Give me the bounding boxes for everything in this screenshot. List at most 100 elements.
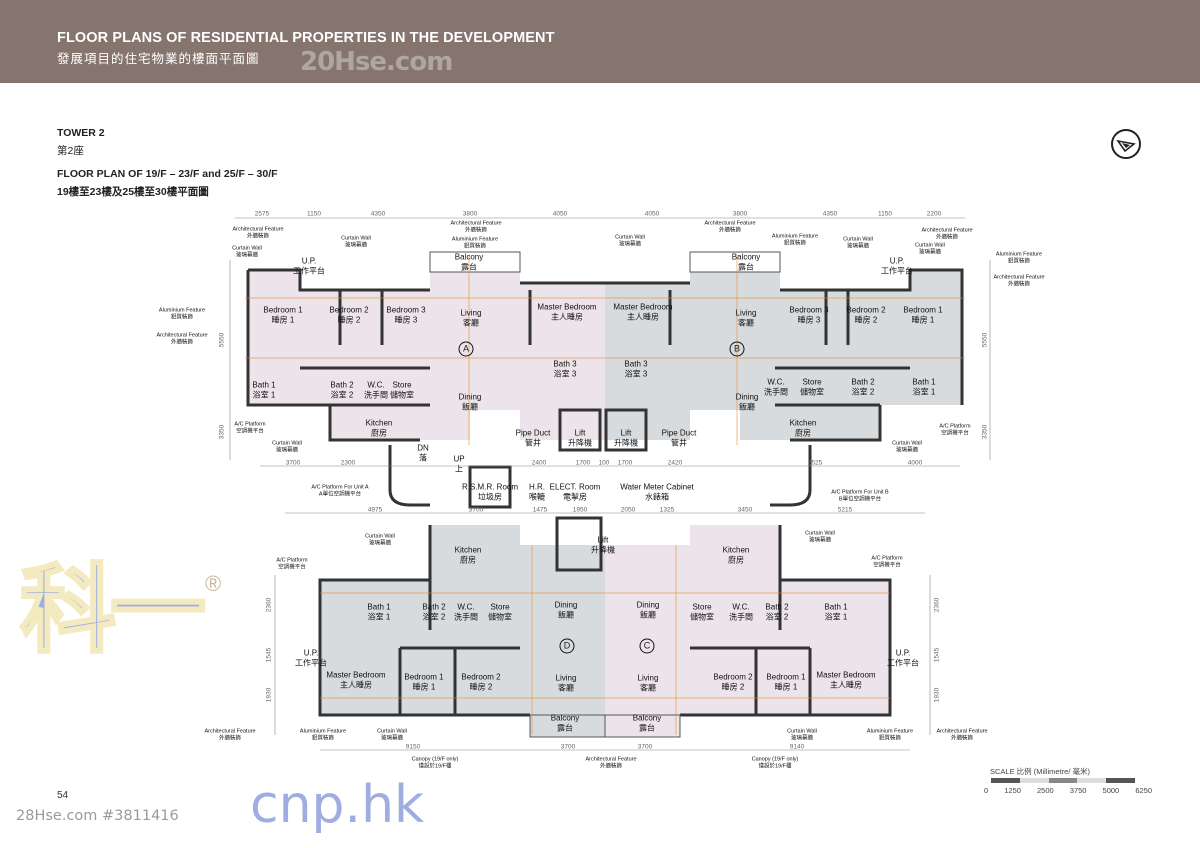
dimension-label: 3350	[218, 424, 226, 440]
room-label-en: Bedroom 1	[903, 305, 943, 315]
dimension-label: 3800	[732, 210, 748, 218]
room-label-en: Water Meter Cabinet	[620, 482, 694, 492]
dimension-label: 1325	[659, 506, 675, 514]
room-label-en: W.C.	[767, 377, 785, 387]
scale-tick: 0	[984, 786, 989, 795]
room-label-en: U.P.	[895, 648, 911, 658]
room-u-p: U.P.工作平台	[295, 649, 327, 668]
annotation-label-zh: 空調機平台	[941, 430, 969, 436]
dimension-label: 2420	[667, 459, 683, 467]
scale-segment	[1106, 778, 1135, 783]
room-label-en: Master Bedroom	[537, 302, 597, 312]
dimension-label: 3700	[637, 743, 653, 751]
annotation-label-en: Architectural Feature	[585, 756, 637, 763]
scale-tick: 3750	[1069, 786, 1087, 795]
scale-tick: 5000	[1102, 786, 1120, 795]
room-label-en: Master Bedroom	[326, 670, 386, 680]
room-label-en: Living	[460, 308, 482, 318]
room-label-zh: 喉轆	[529, 492, 545, 501]
dimension-label: 1700	[575, 459, 591, 467]
annotation-label-en: Curtain Wall	[341, 235, 371, 242]
logo-watermark: 科一	[19, 553, 208, 666]
room-label-en: Bedroom 1	[263, 305, 303, 315]
annotation-label-en: A/C Platform	[234, 421, 266, 428]
room-label-zh: 廚房	[460, 555, 476, 564]
scale-tick: 2500	[1037, 786, 1054, 795]
room-label-en: Lift	[620, 428, 632, 438]
page-number: 54	[57, 790, 69, 801]
room-w-c: W.C.洗手間	[764, 378, 788, 397]
room-label-zh: 睡房 3	[797, 315, 821, 324]
room-label-en: Bedroom 2	[846, 305, 886, 315]
room-label-en: Bedroom 1	[766, 672, 806, 682]
room-label-en: Bath 1	[912, 377, 936, 387]
dimension-label: 4350	[370, 210, 386, 218]
dimension-label: 2575	[254, 210, 270, 218]
annotation-label-zh: 鋁質裝飾	[311, 735, 335, 741]
tower-label: TOWER 2	[57, 127, 105, 139]
room-label-en: Bath 3	[553, 359, 577, 369]
dimension-label: 1545	[933, 647, 941, 663]
tower-label-zh: 第2座	[57, 145, 84, 157]
dimension-label: 4050	[552, 210, 568, 218]
dimension-label: 1150	[878, 210, 892, 218]
room-h-r: H.R.喉轆	[529, 483, 545, 502]
room-label-zh: 洗手間	[764, 387, 788, 396]
room-label-en: Bath 1	[367, 602, 391, 612]
annotation-label-en: Aluminium Feature	[771, 233, 819, 240]
dimension-label: 1700	[617, 459, 633, 467]
annotation-label-zh: 外牆裝飾	[1007, 281, 1030, 287]
room-label-en: H.R.	[529, 482, 545, 492]
annotation-label-zh: 玻璃幕牆	[235, 252, 258, 258]
annotation-label-en: Architectural Feature	[704, 220, 756, 227]
annotation-label-zh: 外牆裝飾	[170, 339, 193, 345]
room-label-zh: 睡房 1	[774, 682, 798, 691]
annotation-label-zh: 鋁質裝飾	[170, 314, 194, 320]
room-label-zh: 儲物室	[390, 390, 414, 399]
room-label-en: Bedroom 2	[713, 672, 753, 682]
room-label-en: Balcony	[454, 252, 484, 262]
room-label-en: Bath 2	[422, 602, 446, 612]
walls	[246, 268, 964, 717]
annotation-label-zh: B單位空調機平台	[838, 496, 882, 502]
room-label-zh: 工作平台	[887, 658, 919, 667]
room-label-zh: 洗手間	[454, 612, 478, 621]
room-label-zh: 水錶箱	[644, 492, 669, 501]
floor-plan-title-zh: 19樓至23樓及25樓至30樓平面圖	[57, 186, 209, 198]
dimension-label: 1545	[265, 647, 273, 663]
room-label-en: Bath 2	[851, 377, 875, 387]
dimension-label: 3700	[560, 743, 576, 751]
annotation-label-en: A/C Platform For Unit B	[831, 489, 889, 496]
room-label-zh: 浴室 1	[367, 612, 391, 621]
room-label-zh: 洗手間	[729, 612, 753, 621]
room-label-zh: 工作平台	[293, 266, 325, 275]
dimension-label: 5550	[981, 332, 989, 348]
room-label-en: Master Bedroom	[613, 302, 673, 312]
room-label-en: Bedroom 1	[404, 672, 444, 682]
unit-b-fill	[605, 270, 962, 440]
dimension-label: 1950	[572, 506, 588, 514]
room-label-en: Bath 2	[765, 602, 789, 612]
room-label-zh: 升降機	[614, 438, 638, 447]
annotation-label-zh: 玻璃幕牆	[380, 735, 403, 741]
annotation-label-zh: 外牆裝飾	[935, 234, 958, 240]
room-label-en: Bedroom 2	[461, 672, 501, 682]
room-label-zh: 睡房 2	[469, 682, 493, 691]
annotation-label-zh: 外牆裝飾	[246, 233, 269, 239]
annotation-label-en: Canopy (19/F only)	[751, 756, 799, 763]
